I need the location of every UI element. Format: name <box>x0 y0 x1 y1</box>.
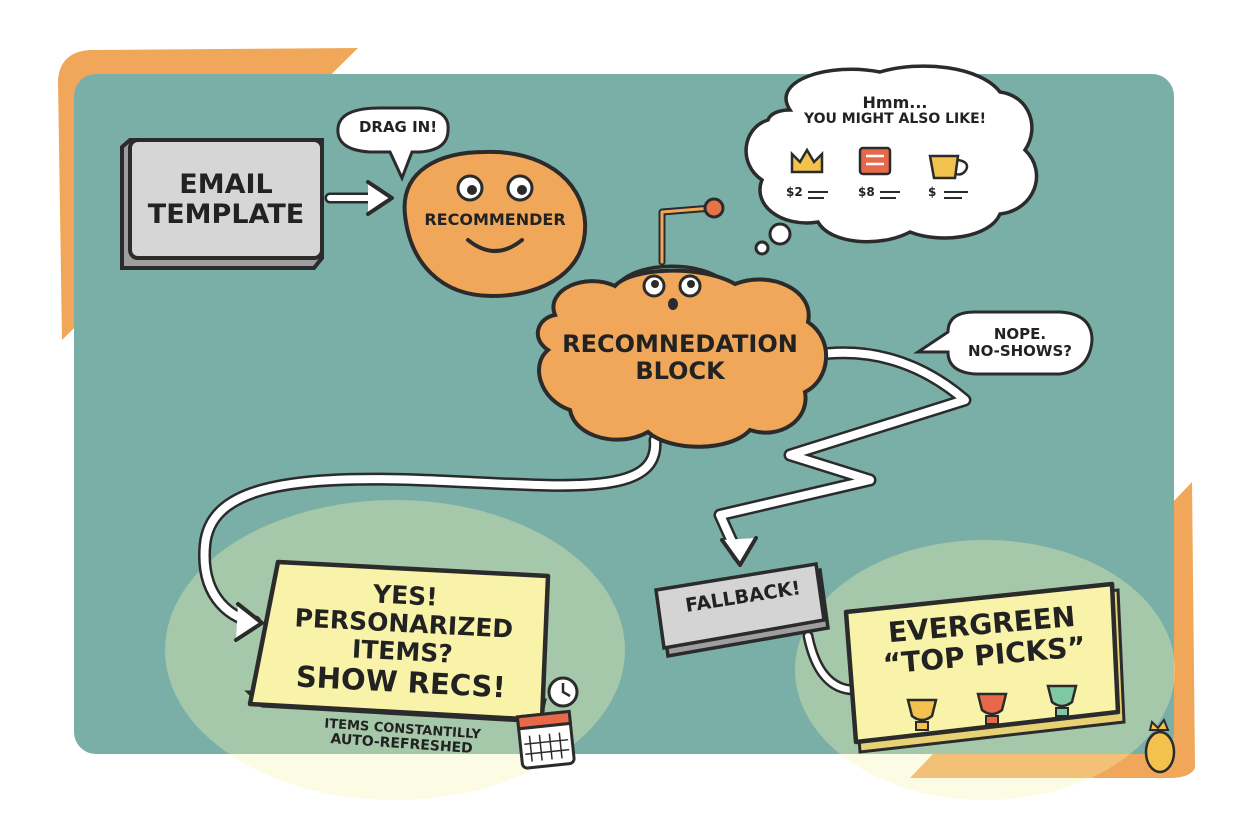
nope-bubble-text: NOPE. NO-SHOWS? <box>950 316 1090 370</box>
yes-line1: YES! <box>372 579 439 612</box>
email-template-line2: TEMPLATE <box>147 199 305 230</box>
coffee-cup-icon <box>928 154 969 180</box>
recommendation-block-cloud <box>535 264 829 449</box>
price-3: $ <box>928 185 937 199</box>
connector-lines <box>198 180 972 696</box>
robot-mouth <box>668 298 678 310</box>
crown-icon <box>790 147 824 174</box>
recommendation-block-line2: BLOCK <box>635 357 725 385</box>
yes-box <box>244 559 551 724</box>
nope-bubble <box>913 310 1094 376</box>
drag-in-bubble <box>336 106 450 182</box>
thought-line1: Hmm... <box>862 93 928 113</box>
easter-egg-icon <box>1144 717 1176 774</box>
nope-line2: NO-SHOWS? <box>968 342 1072 360</box>
fallback-box <box>654 561 830 659</box>
book-icon <box>858 146 892 176</box>
antenna-tip <box>703 197 725 219</box>
email-template-line1: EMAIL <box>179 168 273 200</box>
trophy-icon <box>906 698 938 731</box>
thought-line2: YOU MIGHT ALSO LIKE! <box>803 111 987 128</box>
calendar-icon <box>515 709 576 770</box>
trophy-icon-green <box>1046 684 1078 717</box>
price-2: $8 <box>858 185 875 199</box>
thought-bubble-text: Hmm... YOU MIGHT ALSO LIKE! <box>780 88 1010 134</box>
trophy-icon-red <box>976 692 1008 725</box>
recommender-blob <box>402 149 588 299</box>
thought-bubble <box>744 64 1039 256</box>
recommendation-block-label: RECOMNEDATION BLOCK <box>540 320 820 396</box>
email-template-box <box>120 138 324 270</box>
recommendation-block-line1: RECOMNEDATION <box>562 330 798 359</box>
recommender-label: RECOMMENDER <box>424 210 566 229</box>
recommender-smile <box>466 238 524 253</box>
evergreen-box <box>843 581 1126 754</box>
yes-line4: SHOW RECS! <box>295 659 507 705</box>
price-1: $2 <box>786 185 803 199</box>
clock-icon <box>547 676 579 708</box>
yes-box-text: YES! PERSONARIZED ITEMS? SHOW RECS! <box>264 559 541 721</box>
nope-line1: NOPE. <box>993 325 1047 344</box>
drag-in-label: DRAG IN! <box>358 118 438 136</box>
email-template-label: EMAIL TEMPLATE <box>132 146 320 254</box>
